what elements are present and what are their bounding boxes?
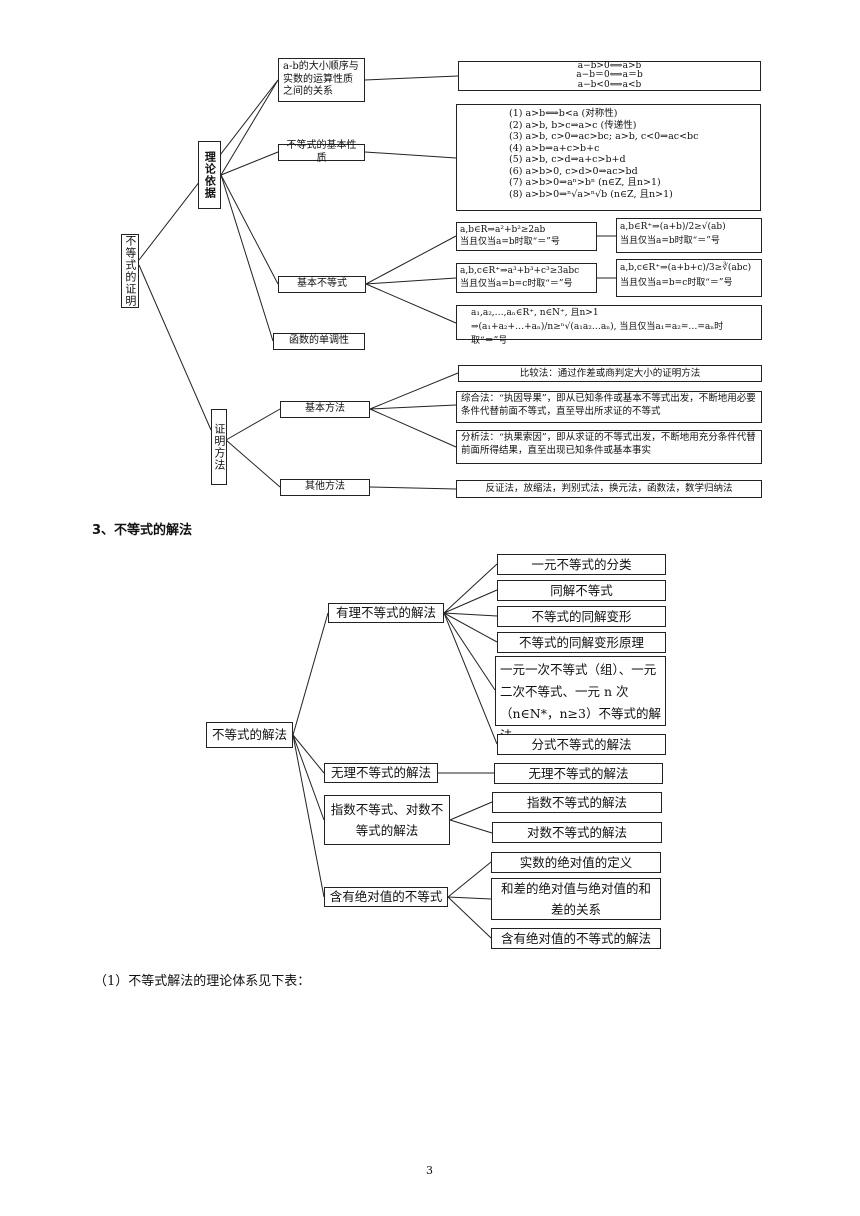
solve-root-node: 不等式的解法 xyxy=(206,722,293,748)
exp-item-1: 指数不等式的解法 xyxy=(492,792,662,813)
rational-item-1: 一元不等式的分类 xyxy=(497,554,666,575)
abs-item-1: 实数的绝对值的定义 xyxy=(491,852,661,873)
monotonicity-node: 函数的单调性 xyxy=(273,333,365,350)
page-number: 3 xyxy=(426,1164,433,1177)
basic-inequality-node: 基本不等式 xyxy=(278,276,366,293)
log-item-1: 对数不等式的解法 xyxy=(492,822,662,843)
basic-properties-node: 不等式的基本性质 xyxy=(278,140,365,164)
exp-log-node: 指数不等式、对数不等式的解法 xyxy=(324,795,450,845)
abs-node: 含有绝对值的不等式 xyxy=(324,887,448,907)
rational-item-6: 分式不等式的解法 xyxy=(497,734,666,755)
proof-methods-node: 证明方法 xyxy=(211,409,227,485)
analysis-method-box: 分析法：“执果索因”，即从求证的不等式出发，不断地用充分条件代替前面所得结果，直… xyxy=(456,430,762,464)
inequality-b-box: a,b,c∈R⁺⇒a³+b³+c³≥3abc 当且仅当a=b=c时取“＝”号 xyxy=(456,263,597,293)
basic-methods-node: 基本方法 xyxy=(280,401,370,418)
rational-item-2: 同解不等式 xyxy=(497,580,666,601)
irrational-item-1: 无理不等式的解法 xyxy=(494,763,663,784)
rational-item-3: 不等式的同解变形 xyxy=(497,606,666,627)
inequality-a-plus-box: a,b∈R⁺⇒(a+b)/2≥√(ab) 当且仅当a=b时取“＝”号 xyxy=(616,218,762,253)
section-heading: 3、不等式的解法 xyxy=(92,523,193,538)
rational-item-5: 一元一次不等式（组）、一元二次不等式、一元 n 次（n∈N*，n≥3）不等式的解… xyxy=(495,656,666,743)
inequality-a-box: a,b∈R⇒a²+b²≥2ab 当且仅当a=b时取“＝”号 xyxy=(456,222,597,251)
proof-root-node: 不等式的证明 xyxy=(121,234,139,308)
order-facts-box: a−b>0⟺a>b a−b＝0⟺a＝b a−b<0⟺a<b xyxy=(458,61,761,91)
rational-node: 有理不等式的解法 xyxy=(328,603,444,623)
other-methods-node: 其他方法 xyxy=(280,479,370,496)
rational-item-4: 不等式的同解变形原理 xyxy=(497,632,666,653)
properties-list-box: (1) a>b⟺b<a (对称性) (2) a>b, b>c⇒a>c (传递性)… xyxy=(456,104,761,211)
abs-item-3: 含有绝对值的不等式的解法 xyxy=(491,928,661,949)
other-methods-list-box: 反证法，放缩法，判别式法，换元法，函数法，数学归纳法 xyxy=(456,480,762,498)
inequality-b-plus-box: a,b,c∈R⁺⇒(a+b+c)/3≥∛(abc) 当且仅当a=b=c时取“＝”… xyxy=(616,259,762,297)
abs-item-2: 和差的绝对值与绝对值的和差的关系 xyxy=(491,878,661,920)
theory-basis-node: 理论依据 xyxy=(198,141,221,209)
inequality-n-box: a₁,a₂,…,aₙ∈R⁺, n∈N⁺, 且n>1 ⇒(a₁+a₂+…+aₙ)/… xyxy=(456,305,762,346)
synthesis-method-box: 综合法：“执因导果”，即从已知条件或基本不等式出发，不断地用必要条件代替前面不等… xyxy=(456,391,762,423)
comparison-method-box: 比较法：通过作差或商判定大小的证明方法 xyxy=(458,365,762,382)
order-relation-node: a-b的大小顺序与实数的运算性质之间的关系 xyxy=(278,58,365,102)
irrational-node: 无理不等式的解法 xyxy=(324,763,438,783)
body-paragraph: （1）不等式解法的理论体系见下表： xyxy=(94,974,311,989)
